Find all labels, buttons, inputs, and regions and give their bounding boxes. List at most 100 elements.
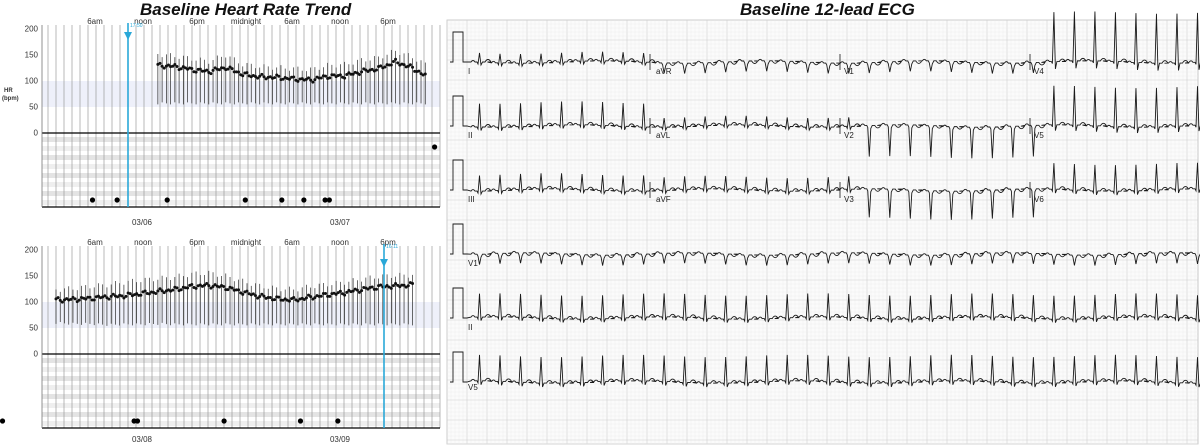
ecg-title: Baseline 12-lead ECG (740, 0, 915, 19)
time-axis-label: midnight (231, 238, 262, 247)
data-point (262, 75, 266, 79)
ecg-lead-trace (450, 223, 1200, 266)
data-point (370, 285, 374, 289)
data-point (186, 286, 190, 290)
data-point (86, 295, 90, 299)
data-point (88, 295, 92, 299)
event-lane-stripe (42, 191, 440, 196)
event-lane-stripe (42, 146, 440, 151)
ecg-lead-trace (450, 159, 1200, 220)
data-point (360, 289, 364, 293)
data-point (411, 65, 415, 69)
data-point (292, 295, 296, 299)
data-point (245, 71, 249, 75)
data-point (398, 285, 402, 289)
y-tick-label: 150 (25, 272, 39, 281)
data-point (194, 70, 198, 74)
data-point (241, 74, 245, 78)
data-point (160, 289, 164, 293)
data-point (391, 284, 395, 288)
data-point (383, 65, 387, 69)
time-axis-label: 6pm (189, 17, 205, 26)
event-dot (134, 418, 141, 424)
y-tick-label: 100 (25, 77, 39, 86)
ecg-lead-label: V5 (468, 383, 478, 392)
hr-chart-2-end-marker: 16:11 (380, 244, 398, 428)
data-point (262, 294, 266, 298)
event-dot (0, 418, 6, 424)
ecg-lead-label: V2 (844, 131, 854, 140)
data-point (96, 294, 100, 298)
data-point (256, 296, 260, 300)
data-point (69, 297, 73, 301)
data-point (175, 286, 179, 290)
data-point (103, 294, 107, 298)
data-point (317, 76, 321, 80)
event-dot (297, 418, 304, 424)
data-point (357, 290, 361, 294)
data-point (304, 77, 308, 81)
data-point (198, 67, 202, 71)
data-point (266, 296, 270, 300)
data-point (213, 283, 217, 287)
date-axis-label: 03/08 (132, 435, 153, 444)
data-point (324, 291, 328, 295)
data-point (277, 74, 281, 78)
data-point (173, 62, 177, 66)
data-point (400, 283, 404, 287)
event-dot (301, 197, 307, 203)
time-axis-label: 6am (87, 238, 103, 247)
marker-time-label: 17:50 (130, 23, 143, 29)
data-point (411, 281, 415, 285)
data-point (160, 64, 164, 68)
data-point (417, 69, 421, 73)
ecg-lead-label: V3 (844, 195, 854, 204)
ecg-lead-label: II (468, 323, 472, 332)
hr-chart-1-events (89, 144, 438, 203)
data-point (338, 73, 342, 77)
data-point (179, 288, 183, 292)
hr-chart-2-axes (41, 246, 440, 429)
event-dot (279, 197, 285, 203)
hr-chart-2-gridlines (47, 246, 441, 428)
ecg-lead-trace (450, 351, 1200, 388)
hr-chart-1-axes (41, 25, 440, 208)
event-lane-stripe (42, 394, 440, 399)
data-point (239, 291, 243, 295)
data-point (211, 285, 215, 289)
event-lane-stripe (42, 200, 440, 205)
data-point (406, 64, 410, 68)
data-point (332, 73, 336, 77)
data-point (419, 72, 423, 76)
data-point (374, 287, 378, 291)
data-point (105, 296, 109, 300)
data-point (258, 295, 262, 299)
date-axis-label: 03/07 (330, 218, 351, 227)
data-point (334, 292, 338, 296)
data-point (389, 63, 393, 67)
data-point (245, 289, 249, 293)
data-point (374, 68, 378, 72)
ecg-lead-trace (450, 85, 1200, 159)
data-point (281, 77, 285, 81)
data-point (364, 68, 368, 72)
event-dot (242, 197, 248, 203)
event-dot (221, 418, 227, 424)
data-point (230, 286, 234, 290)
data-point (394, 281, 398, 285)
hr-chart-1-normal-band (42, 81, 440, 107)
data-point (321, 292, 325, 296)
date-axis-label: 03/06 (132, 218, 153, 227)
data-point (143, 289, 147, 293)
y-tick-label: 0 (34, 129, 39, 138)
data-point (351, 72, 355, 76)
y-tick-label: 0 (34, 350, 39, 359)
data-point (137, 293, 141, 297)
data-point (357, 72, 361, 76)
marker-triangle (124, 32, 132, 40)
